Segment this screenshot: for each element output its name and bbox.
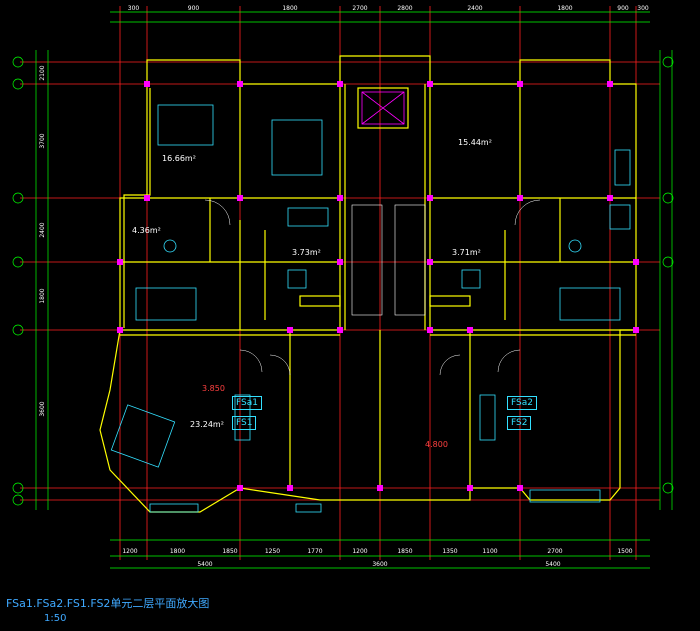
axis-bubbles — [12, 56, 674, 506]
bottom-dimension: 1250 — [265, 548, 280, 555]
drawing-scale: 1:50 — [44, 613, 67, 624]
stair-treads — [351, 204, 426, 316]
column-marker — [287, 327, 293, 333]
bottom-dimension: 1200 — [122, 548, 137, 555]
top-dimension: 2800 — [397, 5, 412, 12]
dimension-lines — [35, 11, 673, 569]
unit-tag-fs1: FS1 — [232, 416, 257, 430]
door-swings — [204, 199, 541, 376]
column-marker — [467, 485, 473, 491]
left-dimension: 2100 — [39, 65, 46, 80]
structural-columns — [117, 81, 639, 491]
column-marker — [117, 327, 123, 333]
room-area-bath-left: 3.73m² — [292, 248, 321, 257]
top-dimension: 1800 — [282, 5, 297, 12]
column-marker — [427, 81, 433, 87]
elevation-mark-b: 4.800 — [425, 440, 448, 449]
left-dimension: 3700 — [39, 133, 46, 148]
bottom-dimension: 2700 — [547, 548, 562, 555]
column-marker — [633, 327, 639, 333]
bottom-dimension: 1770 — [307, 548, 322, 555]
column-marker — [427, 327, 433, 333]
unit-tag-fs2: FS2 — [507, 416, 532, 430]
column-marker — [144, 195, 150, 201]
bottom-dimension: 1200 — [352, 548, 367, 555]
top-dimension: 900 — [617, 5, 629, 12]
column-marker — [467, 327, 473, 333]
dimension-text: 300 900 1800 2700 2800 2400 1800 900 300 1200 1800… — [39, 5, 649, 568]
bottom-total-dimension: 5400 — [197, 561, 212, 568]
elevation-mark-a: 3.850 — [202, 384, 225, 393]
room-area-hall: 15.44m² — [458, 138, 492, 147]
column-marker — [517, 81, 523, 87]
bottom-dimension: 1500 — [617, 548, 632, 555]
room-area-kitchen: 4.36m² — [132, 226, 161, 235]
top-dimension: 2700 — [352, 5, 367, 12]
bottom-dimension: 1800 — [170, 548, 185, 555]
column-marker — [337, 259, 343, 265]
column-marker — [144, 81, 150, 87]
walls — [99, 55, 637, 513]
column-marker — [377, 485, 383, 491]
column-marker — [237, 485, 243, 491]
unit-tag-fsa1: FSa1 — [232, 396, 262, 410]
column-marker — [427, 259, 433, 265]
bottom-dimension: 1850 — [397, 548, 412, 555]
column-marker — [117, 259, 123, 265]
column-marker — [517, 195, 523, 201]
bottom-total-dimension: 3600 — [372, 561, 387, 568]
left-dimension: 2400 — [39, 222, 46, 237]
column-marker — [337, 327, 343, 333]
bottom-total-dimension: 5400 — [545, 561, 560, 568]
column-marker — [337, 81, 343, 87]
bottom-dimension: 1350 — [442, 548, 457, 555]
column-marker — [427, 195, 433, 201]
column-marker — [237, 195, 243, 201]
furniture — [110, 104, 631, 513]
bottom-dimension: 1850 — [222, 548, 237, 555]
column-marker — [607, 81, 613, 87]
room-area-bedroom: 16.66m² — [162, 154, 196, 163]
unit-tag-fsa2: FSa2 — [507, 396, 537, 410]
column-marker — [287, 485, 293, 491]
room-area-living: 23.24m² — [190, 420, 224, 429]
column-marker — [633, 259, 639, 265]
top-dimension: 300 — [128, 5, 140, 12]
column-marker — [337, 195, 343, 201]
top-dimension: 1800 — [557, 5, 572, 12]
drawing-title: FSa1.FSa2.FS1.FS2单元二层平面放大图 — [6, 597, 210, 610]
column-marker — [237, 81, 243, 87]
left-dimension: 1800 — [39, 288, 46, 303]
top-dimension: 900 — [188, 5, 200, 12]
top-dimension: 300 — [637, 5, 649, 12]
left-dimension: 3600 — [39, 401, 46, 416]
top-dimension: 2400 — [467, 5, 482, 12]
column-marker — [517, 485, 523, 491]
room-area-bath-right: 3.71m² — [452, 248, 481, 257]
column-marker — [607, 195, 613, 201]
bottom-dimension: 1100 — [482, 548, 497, 555]
elevator-shaft — [361, 91, 405, 125]
